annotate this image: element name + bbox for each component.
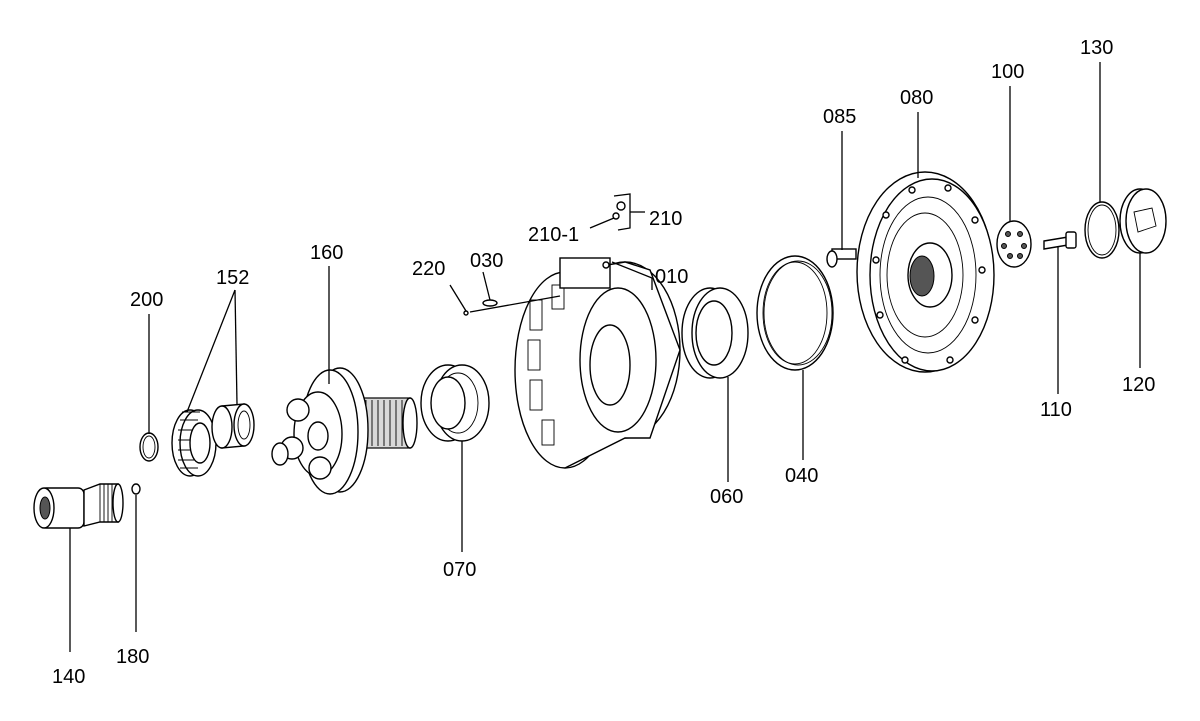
label-130: 130 xyxy=(1080,37,1113,59)
label-220: 220 xyxy=(412,258,445,280)
leader-010-a xyxy=(611,261,653,279)
part-040-seal-ring xyxy=(756,255,834,371)
part-130-o-ring xyxy=(1084,201,1120,259)
part-070-bearing xyxy=(420,364,490,442)
part-110-bolt xyxy=(1043,231,1077,250)
label-160: 160 xyxy=(310,242,343,264)
leader-152-a xyxy=(186,289,236,413)
label-100: 100 xyxy=(991,61,1024,83)
label-040: 040 xyxy=(785,465,818,487)
label-180: 180 xyxy=(116,646,149,668)
leader-030 xyxy=(482,271,491,301)
part-010-housing xyxy=(514,257,681,469)
label-140: 140 xyxy=(52,666,85,688)
label-030: 030 xyxy=(470,250,503,272)
part-180-ball xyxy=(131,483,141,495)
part-060-bearing xyxy=(681,287,749,379)
part-100-disc xyxy=(996,220,1032,268)
part-080-cover-hub xyxy=(856,171,995,373)
label-120: 120 xyxy=(1122,374,1155,396)
leader-210-1 xyxy=(589,217,615,229)
label-200: 200 xyxy=(130,289,163,311)
part-140-shaft-coupling xyxy=(33,483,124,529)
part-220-pin xyxy=(463,310,469,316)
label-110: 110 xyxy=(1040,399,1072,421)
label-152: 152 xyxy=(216,267,249,289)
leader-220-housing xyxy=(469,295,561,313)
part-030-plug xyxy=(482,299,498,307)
part-210-fitting xyxy=(612,193,631,231)
label-060: 060 xyxy=(710,486,743,508)
label-010: 010 xyxy=(655,266,688,288)
label-080: 080 xyxy=(900,87,933,109)
leader-220 xyxy=(449,284,467,312)
part-152-gear-and-bearing xyxy=(171,403,255,477)
label-070: 070 xyxy=(443,559,476,581)
part-085-bolt xyxy=(826,248,857,268)
leader-152-b xyxy=(234,289,238,405)
part-160-planet-carrier xyxy=(271,367,418,495)
label-210: 210 xyxy=(649,208,682,230)
label-210-1: 210-1 xyxy=(528,224,579,246)
part-120-cap xyxy=(1119,188,1167,254)
label-085: 085 xyxy=(823,106,856,128)
